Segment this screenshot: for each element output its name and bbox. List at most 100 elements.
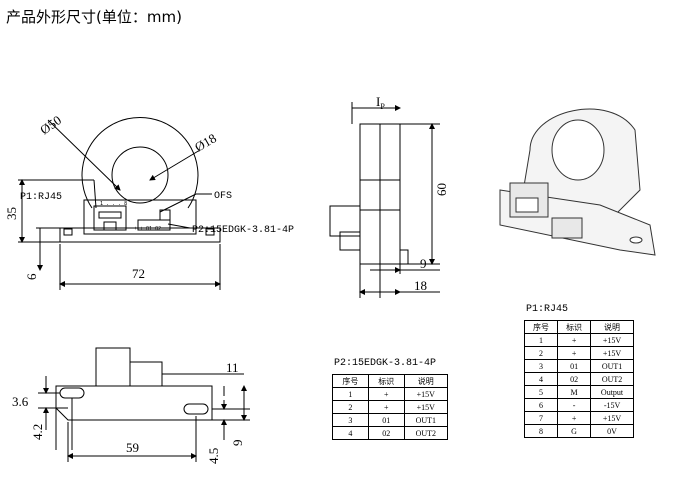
bottom-view [38, 347, 250, 462]
cell: -15V [590, 398, 634, 412]
cell: 4 [523, 372, 559, 386]
front-view [18, 116, 221, 290]
header-cell: 序号 [523, 320, 559, 334]
table-row: 1++15V [523, 333, 634, 347]
cell: +15V [590, 346, 634, 360]
slot-right [183, 403, 209, 415]
p1-table-caption: P1:RJ45 [526, 304, 569, 315]
dim-height-60: 60 [434, 183, 449, 196]
dim-hole-dia: Ø18 [192, 130, 219, 154]
cell: OUT2 [403, 426, 449, 440]
cell: +15V [590, 333, 634, 347]
table-row: 2++15V [523, 346, 634, 360]
slot-left [59, 387, 85, 399]
base-slot-left [63, 228, 73, 236]
dim-11: 11 [226, 360, 239, 375]
table-row: 4 02 OUT2 [332, 426, 449, 440]
front-base [59, 227, 221, 243]
table-row: 6--15V [523, 398, 634, 412]
cell: 1 [332, 387, 369, 401]
dim-9: 9 [420, 256, 427, 271]
cell: + [367, 400, 405, 414]
iso-hole [551, 119, 605, 181]
dim-59: 59 [126, 440, 139, 455]
rj45-pin-label: 1 . . . 8 [100, 201, 127, 207]
cell: 02 [367, 426, 405, 440]
ip-label: IP [376, 94, 385, 111]
label-ofs: OFS [214, 191, 232, 202]
dim-width-72: 72 [132, 266, 145, 281]
front-body [83, 199, 197, 235]
bottom-plate [55, 385, 213, 421]
cell: - [557, 398, 592, 412]
cell: OUT2 [590, 372, 634, 386]
cell: 2 [332, 400, 369, 414]
header-cell: 说明 [590, 320, 634, 334]
toroid-housing [81, 116, 199, 209]
cell: 6 [523, 398, 559, 412]
dim-outer-dia: Ø50 [37, 112, 64, 137]
bottom-rj45 [95, 347, 131, 387]
cell: 3 [523, 359, 559, 373]
page-title: 产品外形尺寸(单位：mm) [6, 8, 182, 26]
table-row: 2 + +15V [332, 400, 449, 414]
header-cell: 标识 [557, 320, 592, 334]
table-row: 7++15V [523, 411, 634, 425]
table-row: 3 01 OUT1 [332, 413, 449, 427]
cell: 8 [523, 424, 559, 438]
cell: 3 [332, 413, 369, 427]
cell: + [557, 346, 592, 360]
cell: 4 [332, 426, 369, 440]
cell: + [557, 411, 592, 425]
p2-pin-label: + + 01 02 [134, 226, 161, 232]
terminal-block [137, 219, 171, 231]
dim-4-5: 4.5 [206, 448, 221, 464]
cell: M [557, 385, 592, 399]
dim-4-2: 4.2 [30, 424, 45, 440]
cell: + [367, 387, 405, 401]
dim-height-35: 35 [4, 207, 19, 220]
cell: 7 [523, 411, 559, 425]
cell: 1 [523, 333, 559, 347]
cell: +15V [590, 411, 634, 425]
p2-table-caption: P2:15EDGK-3.81-4P [334, 358, 437, 369]
base-slot-right [205, 228, 215, 236]
side-rj45 [329, 205, 361, 237]
cell: G [557, 424, 592, 438]
header-cell: 标识 [367, 374, 405, 388]
cell: 5 [523, 385, 559, 399]
table-header-row: 序号 标识 说明 [523, 320, 634, 334]
cell: 01 [367, 413, 405, 427]
label-p2: P2:15EDGK-3.81-4P [192, 225, 294, 236]
cell: OUT1 [403, 413, 449, 427]
iso-terminal [551, 217, 583, 239]
p2-pin-table: 序号 标识 说明 1 + +15V 2 + +15V 3 01 OUT1 4 0… [332, 374, 449, 440]
cell: 0V [590, 424, 634, 438]
isometric-view [499, 108, 656, 256]
table-header-row: 序号 标识 说明 [332, 374, 449, 388]
header-cell: 说明 [403, 374, 449, 388]
header-cell: 序号 [332, 374, 369, 388]
cell: 02 [557, 372, 592, 386]
dim-base-6: 6 [24, 273, 39, 280]
cell: 01 [557, 359, 592, 373]
dim-3-6: 3.6 [12, 394, 29, 409]
cell: +15V [403, 400, 449, 414]
label-p1: P1:RJ45 [20, 192, 62, 203]
dim-9-bottom: 9 [230, 440, 245, 447]
cell: Output [590, 385, 634, 399]
cell: +15V [403, 387, 449, 401]
cell: + [557, 333, 592, 347]
cell: 2 [523, 346, 559, 360]
side-view [329, 102, 440, 298]
dim-18: 18 [414, 278, 427, 293]
center-hole [111, 146, 169, 204]
cell: OUT1 [590, 359, 634, 373]
table-row: 1 + +15V [332, 387, 449, 401]
